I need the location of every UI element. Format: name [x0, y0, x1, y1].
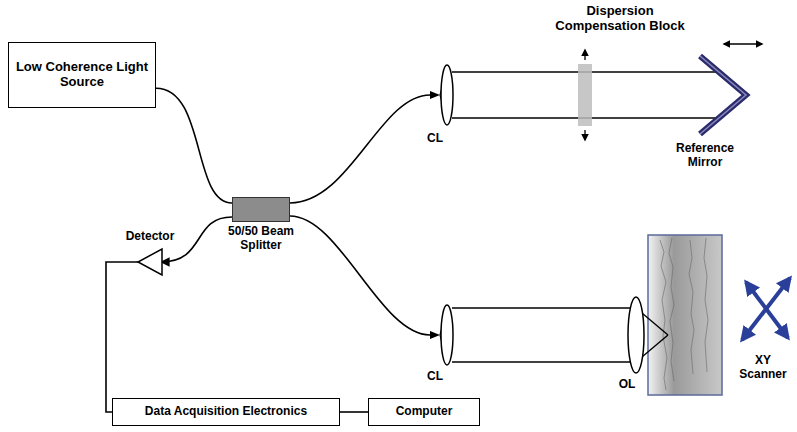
- lens-label: CL: [420, 132, 450, 146]
- motion-arrow: [724, 43, 762, 44]
- signal-wire: [106, 262, 138, 412]
- fiber-tip: [430, 331, 440, 339]
- optical-fiber: [156, 88, 232, 203]
- dispersion-block: [578, 64, 592, 126]
- computer-box: Computer: [368, 398, 480, 426]
- lens-label: CL: [420, 370, 450, 384]
- beam: [452, 361, 632, 363]
- fiber-tip: [430, 91, 440, 99]
- beam: [452, 307, 632, 309]
- motion-arrow: [584, 130, 585, 140]
- objective-lens: [628, 297, 644, 373]
- daq-box: Data Acquisition Electronics: [112, 398, 340, 426]
- part-label: XY Scanner: [732, 354, 794, 382]
- light-source-box: Low Coherence Light Source: [8, 42, 156, 108]
- node-text: Data Acquisition Electronics: [139, 405, 313, 419]
- part-label: Reference Mirror: [664, 142, 746, 170]
- part-label: Dispersion Compensation Block: [548, 4, 692, 34]
- node-text: 50/50 Beam Splitter: [220, 225, 302, 253]
- beam-splitter: 50/50 Beam Splitter: [232, 197, 290, 222]
- reference-mirror: [700, 56, 746, 134]
- fiber: [290, 216, 430, 335]
- fiber: [290, 95, 430, 203]
- reference-mirror: [700, 56, 746, 134]
- collimator-lens: [441, 305, 453, 365]
- detector-outline: [138, 249, 162, 275]
- detector-symbol: Detector: [138, 249, 162, 275]
- collimator-lens: [441, 65, 453, 125]
- lens-label: OL: [612, 378, 642, 392]
- scanner-arrow: [742, 278, 790, 340]
- node-text: Computer: [390, 405, 459, 419]
- node-text: Low Coherence Light Source: [9, 60, 155, 90]
- tissue-texture: [660, 238, 708, 390]
- tissue-image: [648, 235, 722, 395]
- scanner-arrow: [746, 282, 788, 338]
- node-text: Detector: [126, 230, 175, 244]
- signal-wire: [340, 411, 368, 413]
- motion-arrow: [584, 50, 585, 60]
